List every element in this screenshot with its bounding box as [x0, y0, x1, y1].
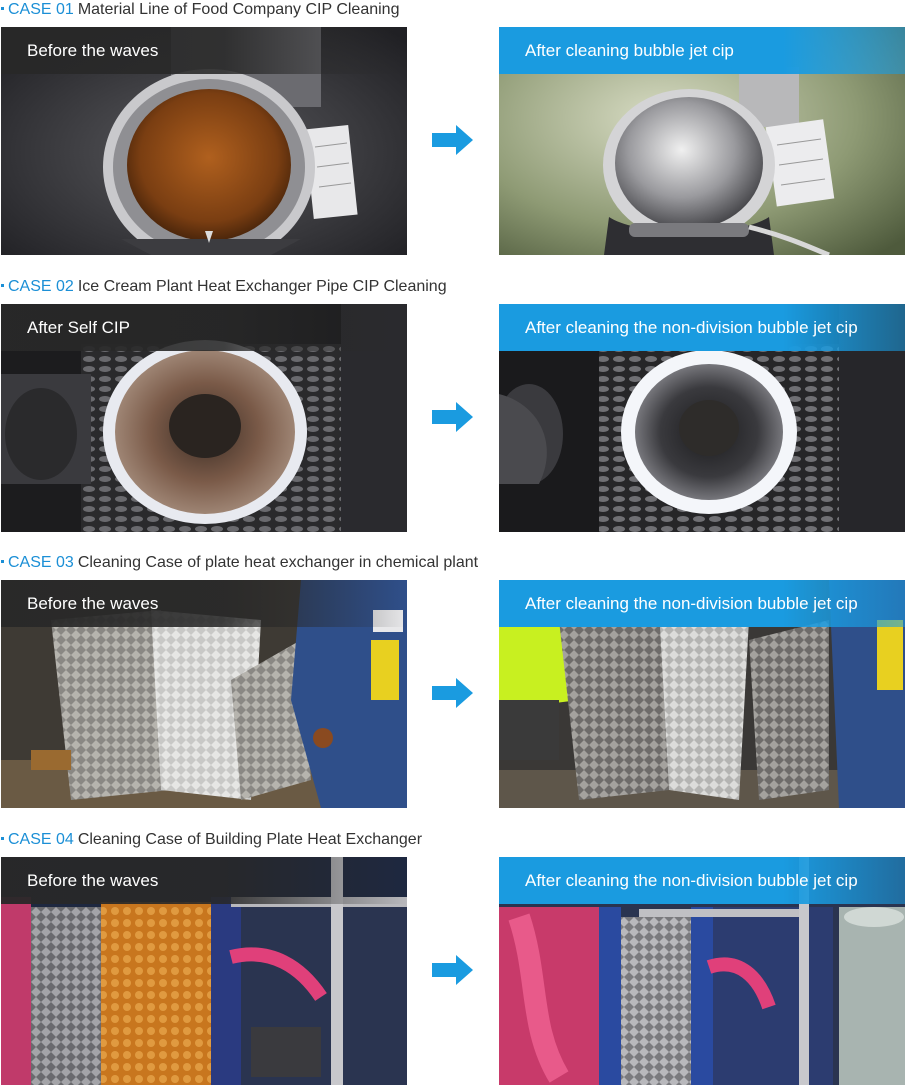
case-04-before-image	[1, 857, 407, 1085]
case-01-number: CASE 01	[8, 1, 74, 18]
case-01-after-label: After cleaning bubble jet cip	[499, 27, 905, 74]
case-03-after-photo: After cleaning the non-division bubble j…	[499, 580, 905, 808]
case-03-number: CASE 03	[8, 554, 74, 571]
case-04-title-text: Cleaning Case of Building Plate Heat Exc…	[77, 831, 423, 848]
case-02-after-label: After cleaning the non-division bubble j…	[499, 304, 905, 351]
right-arrow-icon	[432, 125, 473, 155]
case-04-after-photo: After cleaning the non-division bubble j…	[499, 857, 905, 1085]
case-02-title-text: Ice Cream Plant Heat Exchanger Pipe CIP …	[77, 278, 447, 295]
case-02-number: CASE 02	[8, 278, 74, 295]
case-02-before-photo: After Self CIP	[1, 304, 407, 532]
case-01-before-photo: Before the waves	[1, 27, 407, 255]
case-01-after-photo: After cleaning bubble jet cip	[499, 27, 905, 255]
case-02-before-label: After Self CIP	[1, 304, 407, 351]
case-01-before-label: Before the waves	[1, 27, 407, 74]
bullet-icon	[1, 560, 4, 564]
right-arrow-icon	[432, 955, 473, 985]
case-02-after-photo: After cleaning the non-division bubble j…	[499, 304, 905, 532]
case-03-after-label: After cleaning the non-division bubble j…	[499, 580, 905, 627]
bullet-icon	[1, 837, 4, 841]
case-03-before-image	[1, 580, 407, 808]
case-03-title-text: Cleaning Case of plate heat exchanger in…	[77, 554, 479, 571]
right-arrow-icon	[432, 402, 473, 432]
case-04-number: CASE 04	[8, 831, 74, 848]
case-04-after-label: After cleaning the non-division bubble j…	[499, 857, 905, 904]
case-01-title-text: Material Line of Food Company CIP Cleani…	[77, 1, 400, 18]
bullet-icon	[1, 7, 4, 11]
case-03-before-label: Before the waves	[1, 580, 407, 627]
bullet-icon	[1, 284, 4, 288]
case-04-before-label: Before the waves	[1, 857, 407, 904]
case-04-before-photo: Before the waves	[1, 857, 407, 1085]
case-03-before-photo: Before the waves	[1, 580, 407, 808]
right-arrow-icon	[432, 678, 473, 708]
